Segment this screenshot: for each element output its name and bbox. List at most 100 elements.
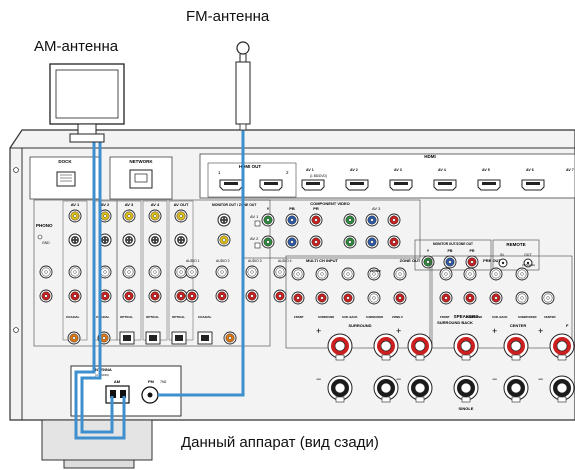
remote-in: IN xyxy=(500,253,504,257)
audio-in-l-4[interactable] xyxy=(274,266,286,278)
comp-av1-Y[interactable] xyxy=(262,214,274,226)
comp-letter-2: PB xyxy=(289,206,295,211)
coaxial-jack-1[interactable] xyxy=(68,332,80,344)
digital-tag-3: OPTICAL xyxy=(120,315,133,319)
audio-r-jack-4[interactable] xyxy=(149,290,161,302)
comp-av3-top-PR[interactable] xyxy=(388,214,400,226)
multich-r-2[interactable] xyxy=(316,292,328,304)
multich-sub[interactable] xyxy=(368,292,380,304)
hdmi-in-label-7: AV 7 xyxy=(566,168,574,172)
hdmi-in-port-3[interactable] xyxy=(390,180,412,190)
remote-out: OUT xyxy=(524,253,532,257)
audio-l-jack-5[interactable] xyxy=(175,266,187,278)
audio-l-jack-4[interactable] xyxy=(149,266,161,278)
monitor-comp-PB[interactable] xyxy=(444,256,456,268)
zone-out-r[interactable] xyxy=(394,292,406,304)
s-video-jack-3[interactable] xyxy=(123,234,135,246)
hdmi-in-port-5[interactable] xyxy=(478,180,500,190)
hdmi-in-sub: (1 BD/DVD) xyxy=(310,174,327,178)
minus-sign: − xyxy=(538,374,543,384)
am-antenna-label: AM-антенна xyxy=(34,38,118,55)
audio-r-jack-3[interactable] xyxy=(123,290,135,302)
comp-av1-PB[interactable] xyxy=(286,214,298,226)
comp-av2-PB[interactable] xyxy=(286,236,298,248)
audio-in-l-2[interactable] xyxy=(216,266,228,278)
s-video-jack-5[interactable] xyxy=(175,234,187,246)
hdmi-in-port-2[interactable] xyxy=(346,180,368,190)
preout-center[interactable] xyxy=(542,292,554,304)
hdmi-in-port-4[interactable] xyxy=(434,180,456,190)
optical-jack-1[interactable] xyxy=(120,332,134,344)
audio-in-r-4[interactable] xyxy=(274,290,286,302)
multi-tag-4: SUBWOOFER xyxy=(366,315,383,319)
hdmi-in-port-1[interactable] xyxy=(302,180,324,190)
coaxial-jack-3[interactable] xyxy=(224,332,236,344)
zone-out-label: ZONE OUT xyxy=(400,258,421,263)
comp-av1-PR[interactable] xyxy=(310,214,322,226)
multi-ch-label: MULTI CH INPUT xyxy=(306,258,338,263)
composite-jack-1[interactable] xyxy=(69,210,81,222)
preout-l-1[interactable] xyxy=(440,268,452,280)
audio-in-r-2[interactable] xyxy=(216,290,228,302)
audio-l-jack-3[interactable] xyxy=(123,266,135,278)
phono-r-jack[interactable] xyxy=(40,290,52,302)
comp-av2-PR[interactable] xyxy=(310,236,322,248)
audio-r-jack-5[interactable] xyxy=(175,290,187,302)
audio-in-4: AUDIO 4 xyxy=(278,259,292,263)
audio-in-r-3[interactable] xyxy=(246,290,258,302)
comp-av3-bot-PB[interactable] xyxy=(366,236,378,248)
multich-l-1[interactable] xyxy=(292,268,304,280)
monitor-s-video[interactable] xyxy=(218,214,230,226)
gnd-terminal[interactable] xyxy=(38,235,42,239)
composite-jack-5[interactable] xyxy=(175,210,187,222)
av-top-label-1: AV 1 xyxy=(71,202,80,207)
preout-sub-2[interactable] xyxy=(516,292,528,304)
multich-l-3[interactable] xyxy=(342,268,354,280)
audio-in-l-3[interactable] xyxy=(246,266,258,278)
preout-r-2[interactable] xyxy=(464,292,476,304)
audio-in-l-1[interactable] xyxy=(186,266,198,278)
audio-l-jack-1[interactable] xyxy=(69,266,81,278)
dock-label: DOCK xyxy=(58,159,72,164)
speakers-label: SPEAKERS xyxy=(454,314,479,319)
comp-av3-bot-PR[interactable] xyxy=(388,236,400,248)
audio-in-2: AUDIO 2 xyxy=(216,259,230,263)
optical-jack-4[interactable] xyxy=(198,332,212,344)
preout-sub-1[interactable] xyxy=(516,268,528,280)
av-top-label-5: AV OUT xyxy=(174,202,189,207)
monitor-comp-PR[interactable] xyxy=(466,256,478,268)
multich-l-2[interactable] xyxy=(316,268,328,280)
preout-l-2[interactable] xyxy=(464,268,476,280)
composite-jack-4[interactable] xyxy=(149,210,161,222)
top-section: DOCK NETWORK HDMI HDMI OUT 1 2 AV 1AV 2A… xyxy=(30,154,575,199)
hdmi-out-port-1[interactable] xyxy=(220,180,242,190)
optical-jack-2[interactable] xyxy=(146,332,160,344)
monitor-composite[interactable] xyxy=(218,234,230,246)
composite-jack-3[interactable] xyxy=(123,210,135,222)
optical-jack-3[interactable] xyxy=(172,332,186,344)
audio-in-r-1[interactable] xyxy=(186,290,198,302)
multich-r-3[interactable] xyxy=(342,292,354,304)
hdmi-in-port-6[interactable] xyxy=(522,180,544,190)
audio-r-jack-1[interactable] xyxy=(69,290,81,302)
s-video-jack-1[interactable] xyxy=(69,234,81,246)
preout-r-1[interactable] xyxy=(440,292,452,304)
comp-av3-top-Y[interactable] xyxy=(344,214,356,226)
phono-l-jack[interactable] xyxy=(40,266,52,278)
comp-av3-top-PB[interactable] xyxy=(366,214,378,226)
spk-center: CENTER xyxy=(510,323,527,328)
zone-out-l[interactable] xyxy=(394,268,406,280)
spk-surround: SURROUND xyxy=(348,323,371,328)
av-top-label-2: AV 2 xyxy=(101,202,110,207)
preout-r-3[interactable] xyxy=(490,292,502,304)
comp-av2-Y[interactable] xyxy=(262,236,274,248)
s-video-jack-4[interactable] xyxy=(149,234,161,246)
antenna-sub: (4 RADIO) xyxy=(95,373,109,377)
hdmi-out-port-2[interactable] xyxy=(260,180,282,190)
multi-tag-1: FRONT xyxy=(294,315,304,319)
preout-l-3[interactable] xyxy=(490,268,502,280)
multich-r-1[interactable] xyxy=(292,292,304,304)
comp-av3-bot-Y[interactable] xyxy=(344,236,356,248)
multi-tag-2: SURROUND xyxy=(318,315,334,319)
